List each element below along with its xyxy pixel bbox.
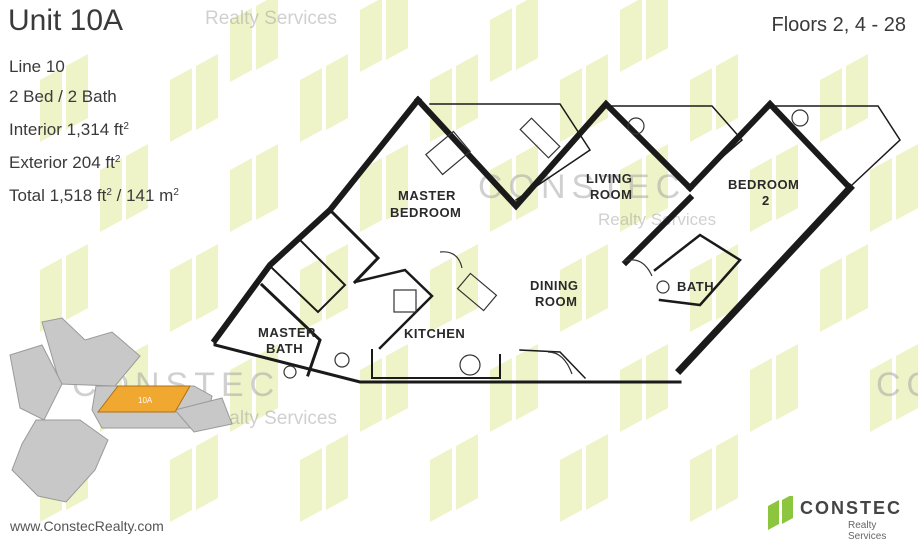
door-swing-3	[621, 259, 653, 277]
spec-interior: Interior 1,314 ft2	[9, 112, 179, 145]
brand-name: CONSTEC	[800, 498, 903, 518]
unit-specs: Line 10 2 Bed / 2 Bath Interior 1,314 ft…	[9, 52, 179, 211]
wall-bath2	[653, 233, 742, 307]
stove	[393, 289, 417, 313]
spec-line: Line 10	[9, 57, 65, 76]
spec-total: Total 1,518 ft2 / 141 m2	[9, 178, 179, 211]
island	[456, 272, 498, 312]
spec-sup: 2	[173, 187, 179, 198]
wall-dining	[519, 349, 587, 380]
spec-interior-text: Interior 1,314 ft	[9, 120, 124, 139]
door-swing-2	[547, 351, 573, 375]
wall-closet	[270, 238, 347, 314]
watermark-realty-low: Realty Services	[205, 408, 337, 429]
room-label-dining-1: DINING	[530, 278, 579, 293]
outer-wall-bottom	[213, 338, 682, 384]
room-label-master-bath-2: BATH	[266, 341, 303, 356]
table-bath2	[656, 280, 670, 294]
key-plan-wing-left	[9, 344, 63, 421]
room-label-master-bedroom-2: BEDROOM	[390, 205, 461, 220]
key-plan-wing-top	[41, 317, 141, 387]
brand-mark-icon	[768, 496, 793, 530]
wall-kitchen	[353, 268, 434, 350]
room-label-bedroom2-2: 2	[762, 193, 770, 208]
dining-table	[459, 354, 481, 376]
website-link[interactable]: www.ConstecRealty.com	[10, 518, 164, 534]
wall-bedroom-div	[327, 207, 381, 285]
spec-exterior-text: Exterior 204 ft	[9, 153, 115, 172]
room-label-kitchen: KITCHEN	[404, 326, 465, 341]
key-plan-unit-tag: 10A	[138, 396, 153, 405]
sofa	[519, 117, 561, 159]
toilet-master	[283, 365, 297, 379]
spec-total-ft: Total 1,518 ft	[9, 186, 107, 205]
outer-wall-right	[675, 183, 855, 375]
wall-kitchen-low	[371, 349, 501, 379]
floors-label: Floors 2, 4 - 28	[771, 14, 906, 36]
wall-bed2	[621, 193, 695, 267]
spec-total-m: / 141 m	[111, 186, 174, 205]
spec-beds-baths: 2 Bed / 2 Bath	[9, 87, 117, 106]
door-swing-1	[439, 251, 463, 269]
balcony-1	[429, 103, 592, 202]
key-plan-wing-bottom	[11, 419, 109, 503]
outer-wall-top-1	[413, 95, 695, 211]
sink-master	[334, 352, 350, 368]
wall-bath	[259, 282, 322, 377]
brand-sub: Realty Services	[848, 520, 887, 542]
bed-master	[425, 130, 471, 176]
balcony-3	[774, 105, 901, 187]
outer-wall-top-2	[685, 99, 855, 193]
unit-title: Unit 10A	[8, 4, 124, 37]
spec-sup: 2	[114, 154, 121, 165]
table-bed2	[791, 109, 809, 127]
table-living	[627, 117, 645, 135]
room-label-bedroom2-1: BEDROOM	[728, 177, 799, 192]
room-label-master-bedroom-1: MASTER	[398, 188, 456, 203]
brand-logo: CONSTEC Realty Services	[766, 494, 906, 542]
room-label-bath: BATH	[677, 279, 714, 294]
outer-wall-left	[210, 95, 423, 345]
key-plan-wing-right	[174, 397, 233, 433]
room-label-living-1: LIVING	[586, 171, 632, 186]
room-label-living-2: ROOM	[590, 187, 632, 202]
key-plan-unit-highlight	[96, 385, 191, 413]
balcony-2	[609, 105, 744, 187]
spec-sup: 2	[123, 121, 129, 132]
watermark-constec-right: CONSTEC	[876, 366, 918, 404]
room-label-master-bath-1: MASTER	[258, 325, 316, 340]
room-label-dining-2: ROOM	[535, 294, 577, 309]
watermark-realty-top: Realty Services	[205, 8, 337, 29]
spec-exterior: Exterior 204 ft2	[9, 145, 179, 178]
spec-sup: 2	[106, 187, 112, 198]
watermark-realty-mid: Realty Services	[598, 210, 717, 229]
